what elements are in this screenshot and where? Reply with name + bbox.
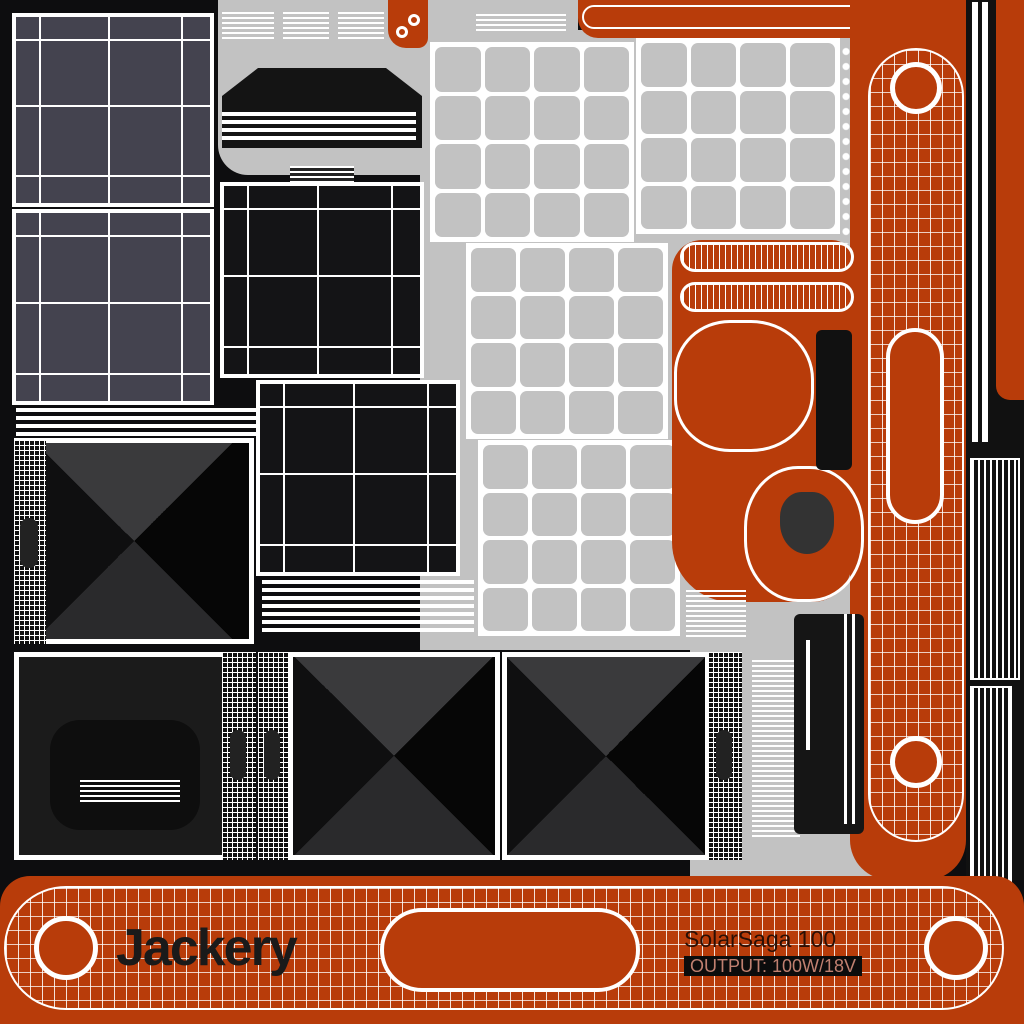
- rivet-ring-icon: [396, 26, 408, 38]
- handle-slot: [886, 328, 944, 524]
- model-label: SolarSaga 100: [684, 926, 837, 952]
- kickstand-oval-1: [680, 242, 854, 272]
- bottom-handle-slot: [380, 908, 640, 992]
- handle-hole-bottom: [890, 736, 942, 788]
- spec-label: OUTPUT: 100W/18V: [684, 956, 863, 976]
- mesh-strip-3: [258, 652, 292, 860]
- lower-bar-3: [852, 614, 855, 824]
- solar-cell-panel-2: [636, 38, 840, 234]
- black-grid-panel-2: [256, 380, 460, 576]
- kickstand-dark-hole: [780, 492, 834, 554]
- rivet-ring-icon: [408, 14, 420, 26]
- lower-bar-2: [844, 614, 847, 824]
- handle-clip-small-stripes: [290, 166, 354, 182]
- solar-cell-panel-4: [478, 440, 680, 636]
- stripe-block-top-1: [222, 12, 274, 40]
- kickstand-loop-1: [674, 320, 814, 452]
- handle-bag-shape: [50, 720, 200, 830]
- pyramid-panel-1: [14, 438, 254, 644]
- kickstand-dark-tab: [816, 330, 852, 470]
- solar-cell-panel-1: [430, 42, 634, 242]
- pyramid-panel-2: [288, 652, 500, 860]
- slate-panel-2: [12, 209, 214, 405]
- handle-clip-stripes: [222, 112, 416, 144]
- right-bar-1: [972, 2, 978, 442]
- brand-logo: Jackery: [116, 919, 298, 977]
- right-orange-sliver: [996, 0, 1024, 400]
- stripe-block-top-2: [283, 12, 329, 40]
- lower-bar-1: [806, 640, 810, 750]
- right-bar-2: [982, 2, 988, 442]
- bottom-hole-left: [34, 916, 98, 980]
- mesh-strip-1: [14, 440, 46, 644]
- stripe-block-left: [16, 408, 256, 438]
- bottom-hole-right: [924, 916, 988, 980]
- stripe-block-mid: [262, 580, 474, 636]
- mesh-slot-3: [264, 730, 280, 780]
- kickstand-oval-2: [680, 282, 854, 312]
- right-grill-2: [970, 686, 1012, 882]
- mesh-slot-1: [20, 518, 38, 568]
- stripe-block-top-4: [476, 14, 566, 34]
- solar-cell-panel-3: [466, 243, 668, 439]
- handle-bag-stripes: [80, 780, 180, 804]
- stripe-block-lower-1: [686, 590, 746, 640]
- mesh-slot-2: [230, 730, 246, 780]
- black-grid-panel-1: [220, 182, 424, 378]
- right-grill-1: [970, 458, 1020, 680]
- stripe-block-top-3: [338, 12, 384, 40]
- pyramid-panel-3: [502, 652, 710, 860]
- slate-panel-1: [12, 13, 214, 207]
- orange-tab-top: [388, 0, 428, 48]
- mesh-slot-4: [716, 730, 732, 780]
- kickstand-loop-2: [744, 466, 864, 602]
- handle-hole-top: [890, 62, 942, 114]
- stripe-block-lower-2: [752, 660, 800, 840]
